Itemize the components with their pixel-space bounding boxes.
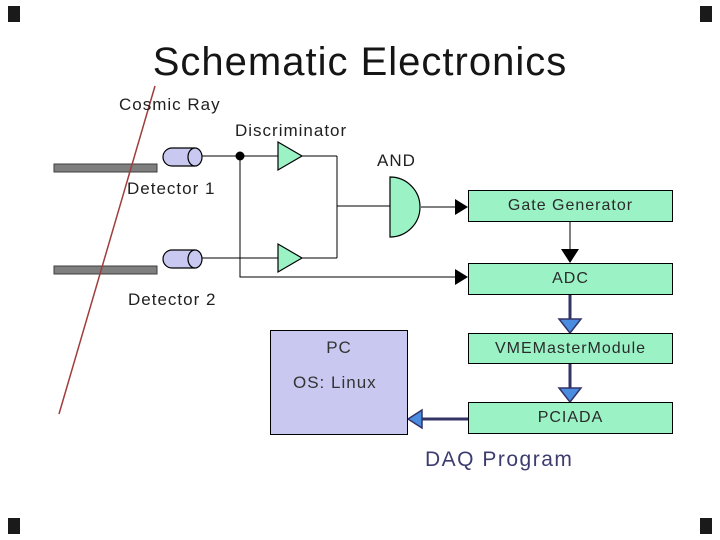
pciada-box: PCIADA	[468, 402, 673, 434]
daq-program-label: DAQ Program	[425, 448, 574, 471]
detector1-label: Detector 1	[127, 179, 216, 198]
wire-junction-to-adc	[239, 156, 456, 278]
discriminator-triangle-2	[277, 242, 304, 274]
adc-box: ADC	[468, 263, 673, 295]
corner-mark-top-left	[8, 6, 20, 22]
pciada-input-arrowhead	[557, 387, 583, 404]
detector-bar-2	[53, 265, 158, 275]
gategen-input-arrowhead	[455, 199, 468, 215]
vme-master-module-box: VMEMasterModule	[468, 333, 673, 364]
pc-label: PC	[326, 338, 352, 357]
page-title: Schematic Electronics	[152, 40, 568, 84]
discriminator-label: Discriminator	[235, 121, 348, 140]
pc-input-arrowhead	[406, 408, 423, 430]
vme-input-arrowhead	[557, 318, 583, 335]
detector2-label: Detector 2	[128, 290, 217, 309]
corner-mark-bottom-right	[700, 518, 712, 534]
gate-generator-box: Gate Generator	[468, 190, 673, 222]
and-label: AND	[377, 151, 416, 170]
corner-mark-top-right	[700, 6, 712, 22]
cosmic-ray-label: Cosmic Ray	[119, 95, 221, 114]
pc-os-label: OS: Linux	[293, 373, 377, 392]
discriminator-triangle-1	[277, 140, 304, 172]
and-gate-shape	[389, 176, 421, 238]
adc-input-arrowhead	[455, 269, 468, 285]
gategen-adc-arrowhead	[561, 249, 579, 263]
pmt-cylinder-1	[162, 147, 203, 167]
detector-bar-1	[53, 163, 158, 173]
corner-mark-bottom-left	[8, 518, 20, 534]
cosmic-ray-line	[58, 85, 156, 415]
pmt-cylinder-2	[162, 249, 203, 269]
pc-box: PC OS: Linux	[270, 330, 408, 435]
